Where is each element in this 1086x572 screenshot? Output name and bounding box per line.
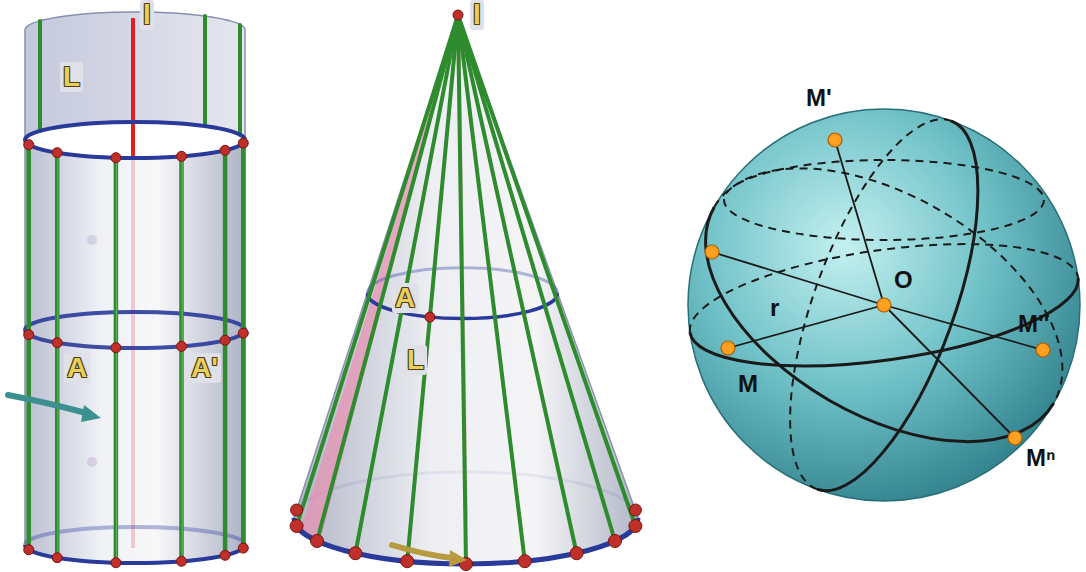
back-generators: [40, 16, 240, 135]
sphere-figure: [659, 97, 1086, 513]
cylinder-surface: [25, 140, 245, 563]
circle-rings: [25, 122, 245, 563]
center-label: O: [894, 268, 913, 292]
dashed-circle: [724, 160, 1044, 240]
cone-surface: [294, 15, 638, 564]
cone-generators: [297, 15, 636, 564]
point-label: A: [392, 283, 418, 313]
point-label: M': [806, 86, 832, 110]
axis-label: l: [470, 0, 484, 30]
great-circle: [682, 223, 1085, 386]
great-circle: [659, 112, 1086, 498]
base-points: [290, 10, 642, 571]
motion-arrow: [8, 395, 86, 413]
point-label: M: [738, 372, 758, 396]
generator-label: L: [404, 345, 427, 375]
radius-lines: [712, 140, 1043, 438]
cylinder-figure: [8, 12, 248, 568]
generator-label: L: [60, 62, 83, 92]
arrow-head: [449, 550, 467, 567]
point-label: Mⁿ: [1026, 446, 1056, 470]
ring-points: [24, 138, 249, 568]
point-label: A': [188, 353, 221, 383]
generator-highlights: [58, 153, 182, 562]
radius-label: r: [770, 296, 779, 320]
axis-label: l: [140, 0, 154, 30]
arrow-head: [81, 405, 101, 422]
great-circle: [751, 97, 1017, 513]
cone-figure: [290, 10, 642, 571]
motion-arrow: [392, 545, 452, 558]
point-label: M'': [1018, 312, 1049, 336]
sphere-points: [705, 133, 1050, 445]
sphere: [688, 109, 1080, 501]
point-label: A: [64, 353, 90, 383]
front-generators: [29, 143, 244, 563]
